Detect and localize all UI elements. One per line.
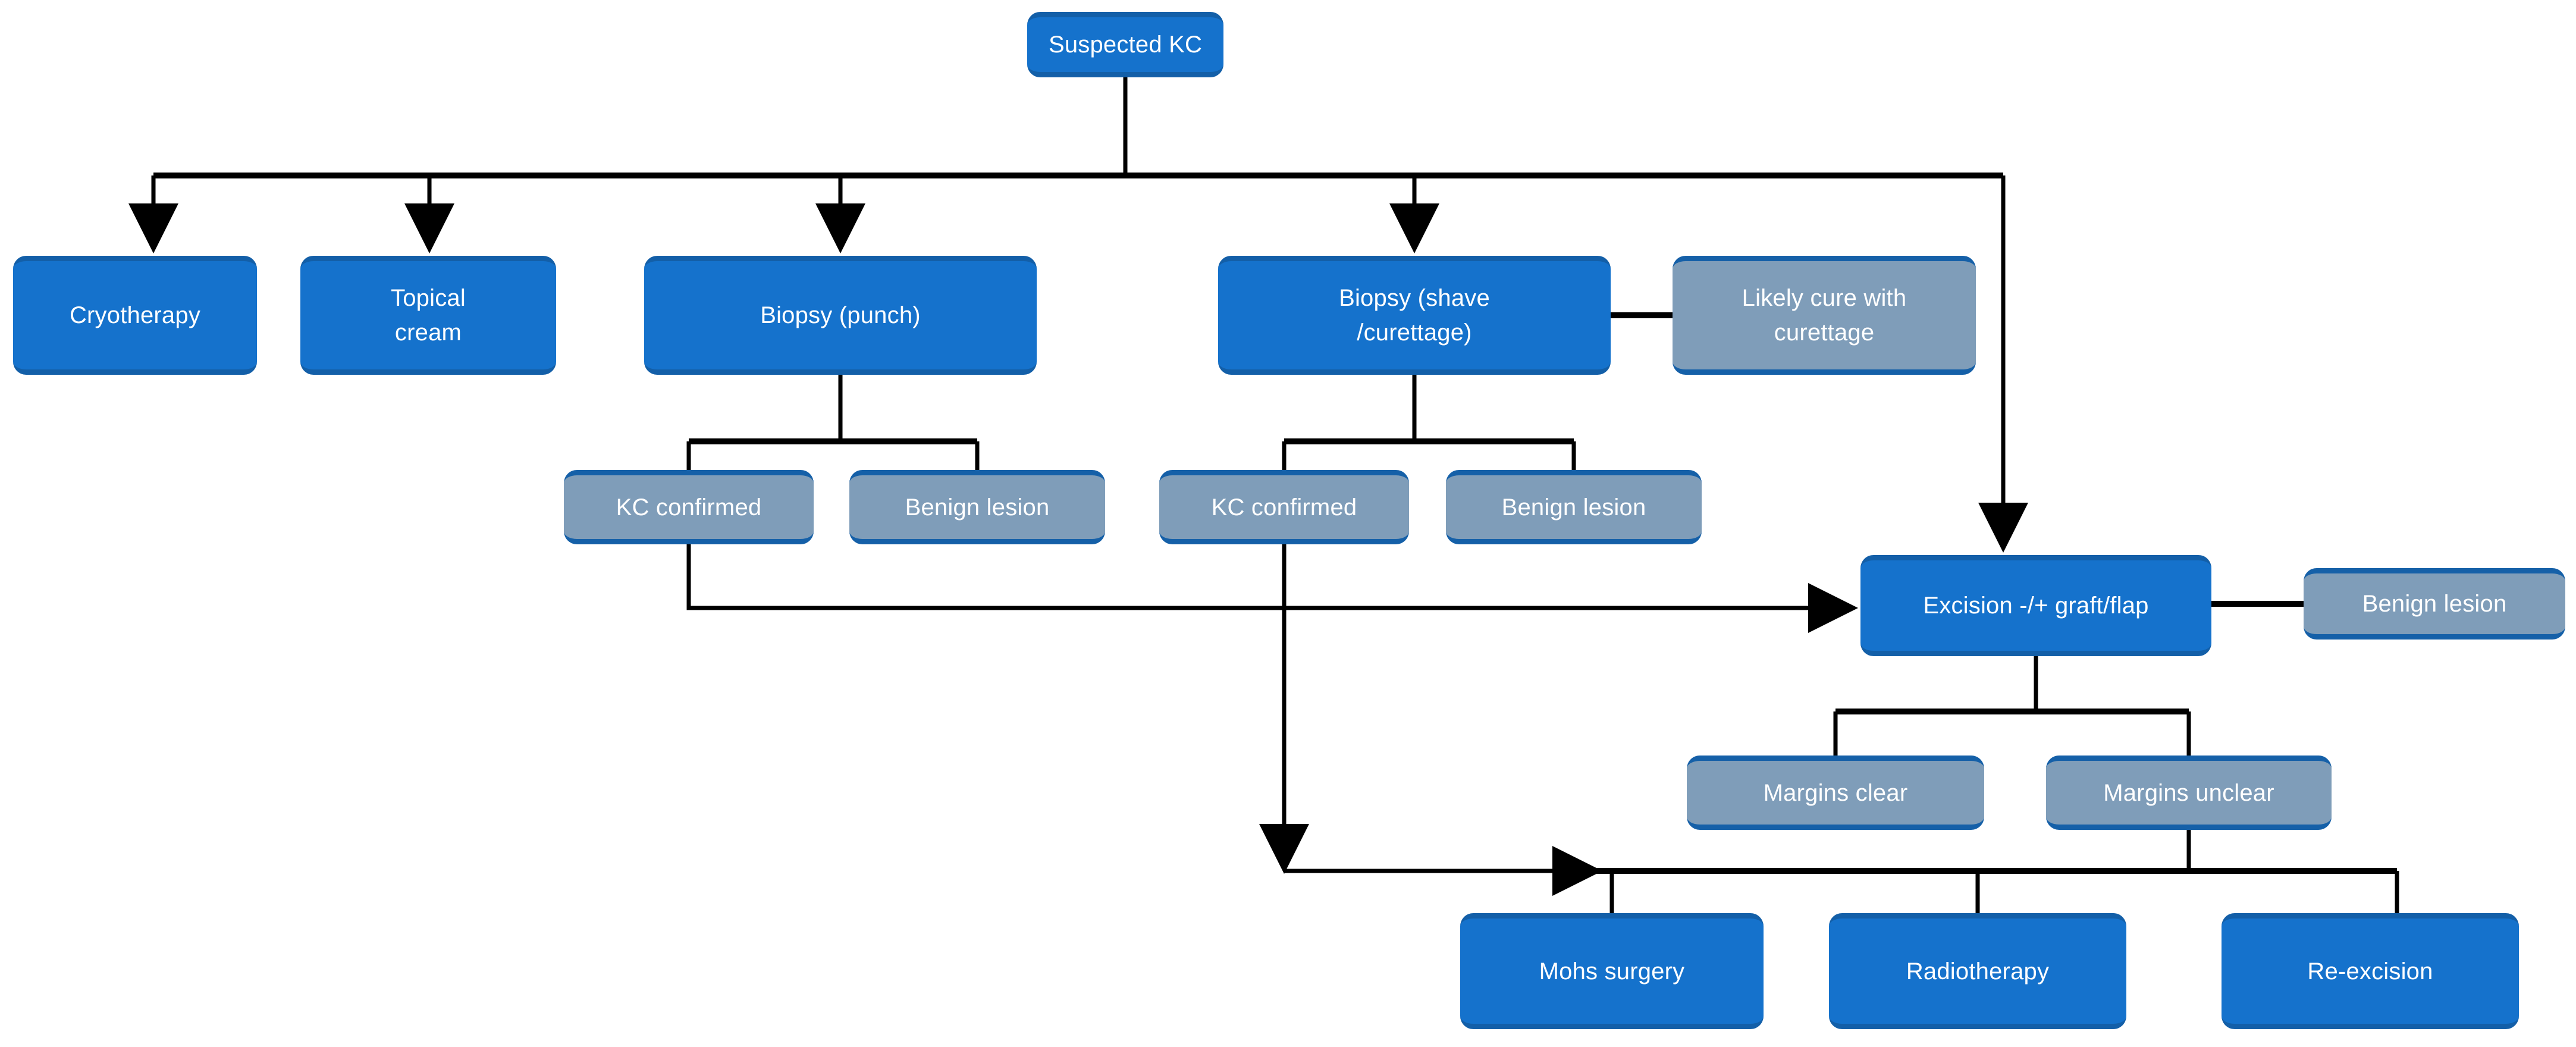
node-benign-lesion-shave[interactable]: Benign lesion — [1446, 470, 1702, 544]
node-topical-cream[interactable]: Topical cream — [300, 256, 556, 375]
edge-kc1-to-excision — [686, 544, 1858, 633]
node-excision-graft-flap[interactable]: Excision -/+ graft/flap — [1860, 555, 2211, 656]
node-kc-confirmed-shave[interactable]: KC confirmed — [1159, 470, 1409, 544]
node-margins-clear[interactable]: Margins clear — [1687, 756, 1984, 830]
node-likely-cure-with-curettage[interactable]: Likely cure with curettage — [1673, 256, 1976, 375]
node-biopsy-punch[interactable]: Biopsy (punch) — [644, 256, 1037, 375]
node-suspected-kc[interactable]: Suspected KC — [1027, 12, 1223, 77]
node-biopsy-shave-curettage[interactable]: Biopsy (shave /curettage) — [1218, 256, 1611, 375]
node-cryotherapy[interactable]: Cryotherapy — [13, 256, 257, 375]
node-margins-unclear[interactable]: Margins unclear — [2046, 756, 2332, 830]
node-kc-confirmed-punch[interactable]: KC confirmed — [564, 470, 814, 544]
node-radiotherapy[interactable]: Radiotherapy — [1829, 913, 2126, 1029]
node-re-excision[interactable]: Re-excision — [2222, 913, 2519, 1029]
node-mohs-surgery[interactable]: Mohs surgery — [1460, 913, 1764, 1029]
node-benign-lesion-punch[interactable]: Benign lesion — [849, 470, 1105, 544]
node-benign-lesion-excision[interactable]: Benign lesion — [2304, 568, 2565, 640]
